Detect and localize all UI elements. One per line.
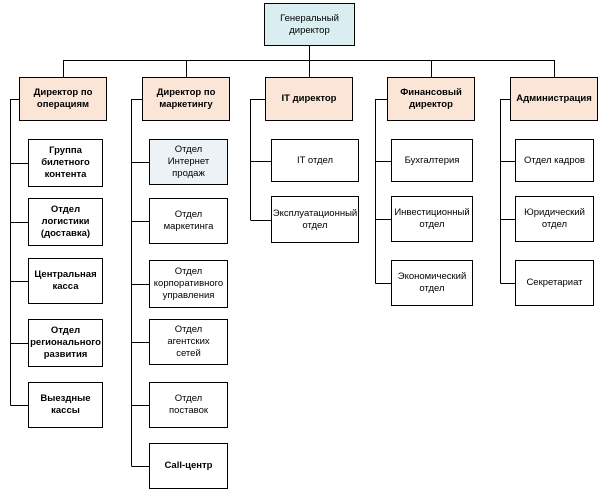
unit-accounting: Бухгалтерия xyxy=(391,139,473,182)
director-marketing: Директор по маркетингу xyxy=(142,77,230,121)
unit-supplies: Отдел поставок xyxy=(149,382,228,428)
unit-operations-department: Эксплуатационный отдел xyxy=(271,196,359,243)
unit-internet-sales: Отдел Интернет продаж xyxy=(149,139,228,185)
unit-agent-networks: Отдел агентских сетей xyxy=(149,319,228,365)
unit-marketing: Отдел маркетинга xyxy=(149,198,228,244)
director-operations: Директор по операциям xyxy=(19,77,107,121)
unit-secretariat: Секретариат xyxy=(515,260,594,306)
unit-hr: Отдел кадров xyxy=(515,139,594,182)
unit-central-cashdesk: Центральная касса xyxy=(28,258,103,304)
unit-legal: Юридический отдел xyxy=(515,196,594,242)
unit-regional-development: Отдел регионального развития xyxy=(28,319,103,367)
root-general-director: Генеральный директор xyxy=(264,3,355,46)
unit-ticket-content-group: Группа билетного контента xyxy=(28,139,103,187)
unit-it-department: IT отдел xyxy=(271,139,359,182)
director-it: IT директор xyxy=(265,77,353,121)
unit-investment: Инвестиционный отдел xyxy=(391,196,473,242)
unit-call-center: Call-центр xyxy=(149,443,228,489)
unit-corporate-management: Отдел корпоративного управления xyxy=(149,260,228,308)
director-finance: Финансовый директор xyxy=(387,77,475,121)
director-administration: Администрация xyxy=(510,77,598,121)
unit-logistics: Отдел логистики (доставка) xyxy=(28,198,103,246)
unit-economic: Экономический отдел xyxy=(391,260,473,306)
unit-field-cashdesks: Выездные кассы xyxy=(28,382,103,428)
